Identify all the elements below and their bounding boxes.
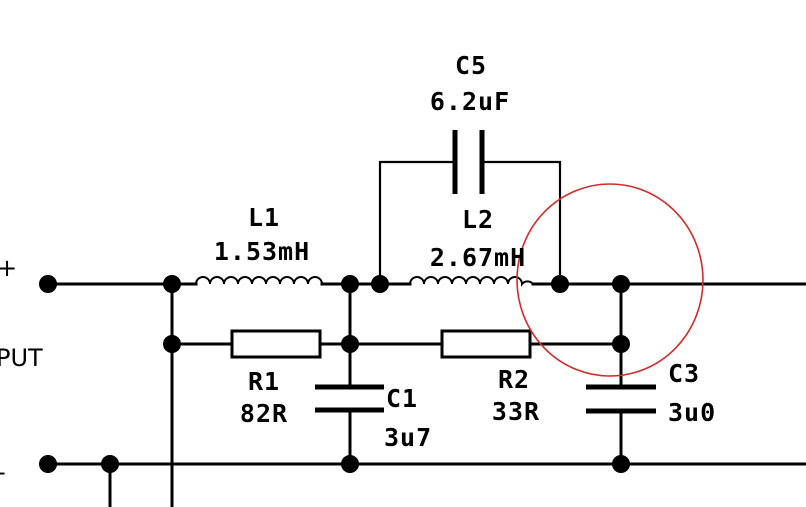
resistor-r1-symbol [230,329,322,359]
junction-dots [39,275,630,473]
resistor-r2-symbol [440,329,532,359]
l1-ref-label: L1 [248,203,280,232]
junction-dot [39,275,57,293]
capacitor-c3-symbol [586,384,656,414]
junction-dot [551,275,569,293]
c5-bypass-right [484,160,562,284]
r1-value-label: 82R [240,399,288,428]
junction-dot [101,455,119,473]
l2-value-label: 2.67mH [430,243,526,272]
capacitor-c5-symbol [452,130,485,194]
inductor-l1-symbol [195,276,323,285]
l1-value-label: 1.53mH [214,237,310,266]
inductor-l2-symbol [409,276,534,287]
junction-dot [341,455,359,473]
r2-ref-label: R2 [498,365,530,394]
c1-value-label: 3u7 [384,423,432,452]
junction-dot [612,335,630,353]
junction-dot [341,275,359,293]
r1-ref-label: R1 [248,367,280,396]
l2-ref-label: L2 [462,205,494,234]
input-plus-label: + [0,254,17,282]
junction-dot [612,275,630,293]
c3-ref-label: C3 [668,359,700,388]
capacitor-c1-symbol [315,384,384,413]
junction-dot [612,455,630,473]
c3-value-label: 3u0 [668,398,716,427]
junction-dot [371,275,389,293]
junction-dot [39,455,57,473]
r2-value-label: 33R [492,397,540,426]
c5-ref-label: C5 [455,51,487,80]
input-label: PUT [0,344,43,372]
c1-ref-label: C1 [386,384,418,413]
junction-dot [163,275,181,293]
junction-dot [341,335,359,353]
wires [46,160,806,507]
junction-dot [163,335,181,353]
input-minus-label: - [0,458,6,486]
c5-value-label: 6.2uF [430,87,510,116]
highlight-circle [516,183,704,377]
c5-bypass-left [378,160,453,284]
